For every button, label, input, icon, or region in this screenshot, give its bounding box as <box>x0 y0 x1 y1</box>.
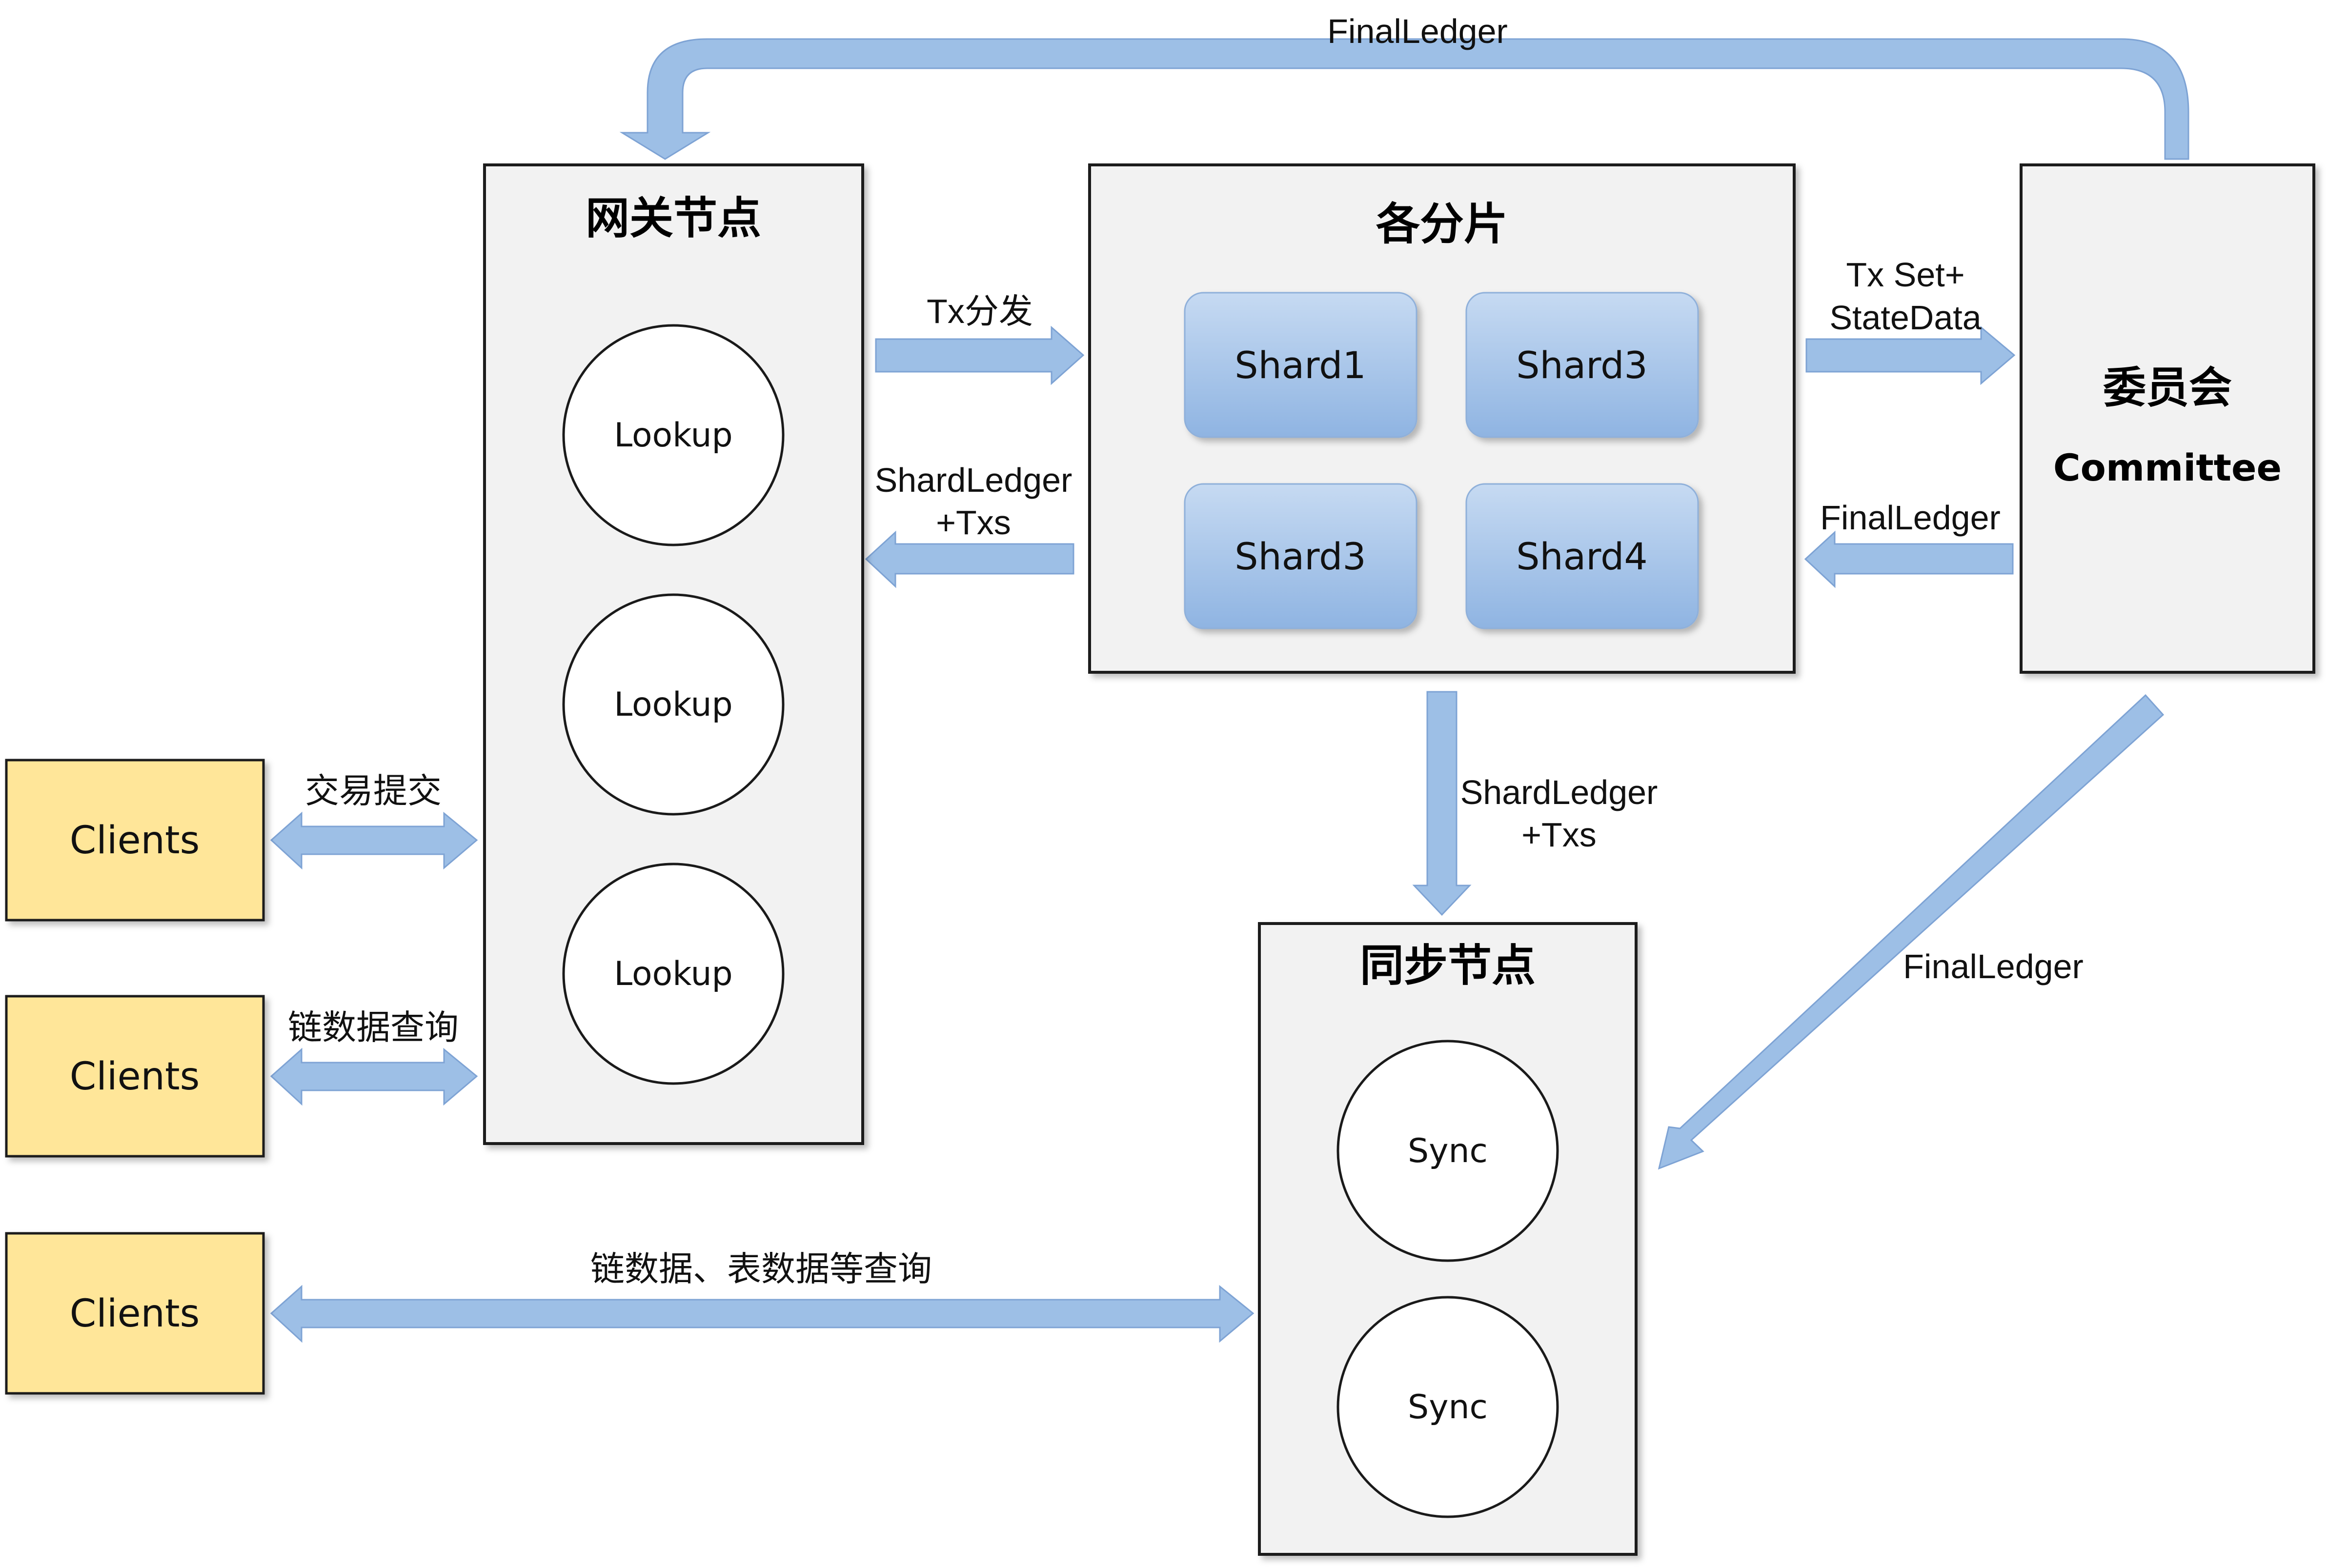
lookup-label: Lookup <box>614 416 732 455</box>
shard-label: Shard4 <box>1516 535 1648 578</box>
edge-label-client-sync-query: 链数据、表数据等查询 <box>590 1250 932 1288</box>
shards-title: 各分片 <box>1376 199 1508 250</box>
edge-label-shardledger-gateway: ShardLedger <box>875 461 1073 499</box>
arrow-client-chain-query <box>270 1047 478 1106</box>
edge-label-finalledger-sync: FinalLedger <box>1903 947 2084 985</box>
edge-label-shardledger-sync-txs: +Txs <box>1521 816 1597 854</box>
shard-tile <box>1184 483 1417 629</box>
client-label: Clients <box>70 1292 200 1336</box>
edge-label-client-submit: 交易提交 <box>305 772 442 810</box>
edge-label-top-finalledger: FinalLedger <box>1327 12 1508 50</box>
lookup-label: Lookup <box>614 955 732 993</box>
lookup-node <box>562 324 785 546</box>
lookup-node <box>562 593 785 816</box>
edge-label-statedata: StateData <box>1829 299 1981 337</box>
arrow-shardledger-to-gateway <box>865 530 1074 588</box>
shards-box: 各分片 Shard1 Shard3 Shard3 Shard4 <box>1088 163 1796 674</box>
arrow-txset-to-committee <box>1805 325 2016 385</box>
shard-tile <box>1465 292 1699 438</box>
shard-tile <box>1184 292 1417 438</box>
committee-title-cn: 委员会 <box>2103 362 2232 413</box>
gateway-title: 网关节点 <box>586 193 761 244</box>
client-label: Clients <box>70 1055 200 1099</box>
edge-label-txset: Tx Set+ <box>1846 256 1964 294</box>
committee-box: 委员会 Committee <box>2020 163 2315 674</box>
arrow-finalledger-committee-to-gateway <box>619 38 2189 160</box>
edge-label-finalledger-shards: FinalLedger <box>1820 499 2001 537</box>
lookup-node <box>562 863 785 1085</box>
client-box: Clients <box>5 995 265 1158</box>
sync-node-box: 同步节点 Sync Sync <box>1258 922 1638 1556</box>
arrow-shardledger-to-sync <box>1412 691 1472 916</box>
shard-label: Shard3 <box>1516 343 1648 387</box>
edge-label-client-chain-query: 链数据查询 <box>288 1008 459 1046</box>
gateway-node-box: 网关节点 Lookup Lookup Lookup <box>483 163 864 1145</box>
lookup-label: Lookup <box>614 685 732 724</box>
committee-title-en: Committee <box>2053 446 2282 489</box>
sync-label: Sync <box>1408 1388 1488 1427</box>
edge-label-shardledger-gateway-txs: +Txs <box>936 503 1011 542</box>
arrow-tx-dispatch <box>875 325 1085 385</box>
sync-label: Sync <box>1408 1132 1488 1170</box>
shard-label: Shard1 <box>1235 343 1366 387</box>
arrow-finalledger-to-shards <box>1804 530 2014 588</box>
shard-label: Shard3 <box>1235 535 1366 578</box>
sync-node <box>1336 1040 1559 1262</box>
arrow-finalledger-to-sync <box>1658 694 2165 1170</box>
arrow-client-sync-query <box>270 1285 1255 1343</box>
client-box: Clients <box>5 759 265 922</box>
shard-tile <box>1465 483 1699 629</box>
client-box: Clients <box>5 1232 265 1395</box>
edge-label-shardledger-sync: ShardLedger <box>1460 773 1658 811</box>
sync-node <box>1336 1296 1559 1518</box>
edge-label-tx-dispatch: Tx分发 <box>927 292 1033 330</box>
client-label: Clients <box>70 819 200 863</box>
arrow-client-submit <box>270 811 478 870</box>
sync-title: 同步节点 <box>1360 940 1536 991</box>
